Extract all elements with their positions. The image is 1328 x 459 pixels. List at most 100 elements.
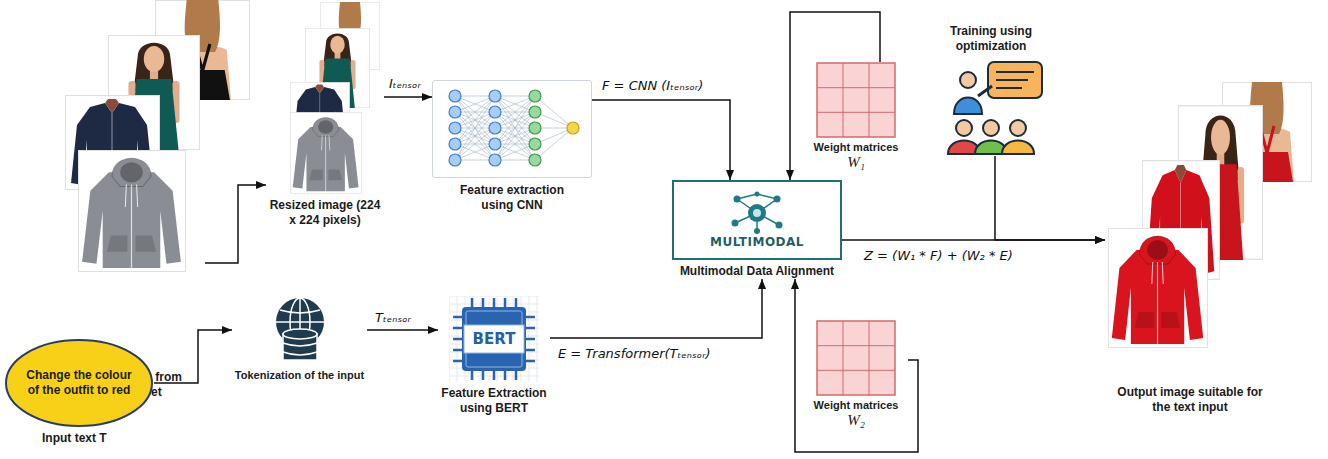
training-icon-part (960, 72, 976, 88)
resized-image-stack (290, 2, 379, 194)
bert-chip-icon-part (504, 371, 507, 380)
chip-text: BERT (473, 330, 516, 348)
tokenization-icon-part (283, 329, 317, 339)
multimodal-icon-part (755, 192, 760, 197)
multimodal-icon-part (774, 196, 781, 203)
bert-chip-icon-part (526, 327, 535, 330)
cnn-network-icon-part (449, 138, 461, 150)
logo-text: MULTIMODAL (710, 235, 804, 249)
weight-matrix-grid-part (843, 63, 844, 137)
ellipse-text: Change the colour of the outfit to red (20, 368, 138, 398)
photo-red-hoodie (1108, 229, 1207, 348)
training-icon-part (978, 86, 992, 96)
training-icon-part (1010, 120, 1026, 136)
multimodal-icon-part (735, 194, 779, 231)
cnn-feature-box: Feature extraction using CNN (432, 80, 592, 213)
cnn-network-icon-part (449, 122, 461, 134)
cnn-frame (432, 80, 592, 178)
multimodal-icon-part (753, 209, 761, 217)
photo-grey-hoodie (290, 112, 361, 193)
cnn-network-icon-part (449, 90, 461, 102)
node-label: Resized image (224 x 224 pixels) (266, 198, 384, 228)
output-image-stack (1108, 82, 1311, 348)
multimodal-icon-part (754, 228, 760, 234)
input-text-node: Change the colour of the outfit to redIn… (4, 338, 154, 446)
node-label: Tokenization of the input (232, 368, 367, 382)
input-image-stack (66, 0, 250, 271)
bert-chip-icon-part (526, 349, 535, 352)
bert-chip-icon-part (453, 360, 462, 363)
weight-matrix-grid-part (817, 321, 895, 395)
equation-label: Z = (W₁ * F) + (W₂ * E) (862, 248, 1015, 264)
cnn-network-icon-part (489, 122, 501, 134)
bert-chip-icon-part (471, 298, 474, 307)
cnn-network-icon-part (449, 154, 461, 166)
equation-label: Iₜₑₙₛₒᵣ (387, 76, 423, 92)
cnn-network-icon-part (529, 138, 541, 150)
bert-chip-icon-part (466, 311, 522, 367)
bert-chip-icon-part (515, 371, 518, 380)
multimodal-alignment-box: MULTIMODAL Multimodal Data Alignment (672, 180, 842, 279)
cnn-network-icon-part (455, 96, 495, 144)
resized-image-node: Resized image (224 x 224 pixels) (266, 0, 384, 228)
cnn-network-icon-part (455, 112, 495, 160)
flow-arrow (550, 279, 762, 338)
training-icon-part (988, 62, 1042, 98)
tokenization-icon-part (280, 310, 320, 313)
flow-arrow (592, 100, 730, 180)
bert-chip-icon-part (537, 296, 538, 382)
tokenization-node: Tokenization of the input (232, 296, 367, 382)
node-label: Weight matrices (804, 141, 908, 154)
photo-grey-hoodie (79, 151, 186, 272)
bert-chip-icon-part (482, 371, 485, 380)
bert-chip-icon-part (504, 298, 507, 307)
bert-chip-icon-part (453, 316, 462, 319)
bert-node: BERT Feature Extraction using BERT (438, 296, 550, 416)
weight-matrix-grid-part (869, 321, 870, 395)
node-label: Weight matrices (804, 399, 908, 412)
bert-chip-icon-part (515, 298, 518, 307)
cnn-network-icon-part (495, 112, 535, 160)
equation-label: E = Transformer(Tₜₑₙₛₒᵣ) (556, 346, 713, 362)
cnn-network-icon-part (567, 122, 579, 134)
training-icon-part (983, 120, 999, 136)
node-label: Feature Extraction using BERT (439, 386, 549, 416)
node-label: Feature extraction using CNN (445, 183, 580, 213)
bert-chip-icon-part (453, 349, 462, 352)
flow-arrow (384, 96, 432, 98)
bert-chip-icon-part (464, 325, 524, 353)
weight-matrix-grid-part (817, 87, 895, 88)
input-text-ellipse-part (6, 340, 152, 426)
training-icon (936, 56, 1046, 156)
weight-matrix-grid-part (843, 321, 844, 395)
bert-chip-icon-part (493, 298, 496, 307)
bert-chip-icon-part (449, 296, 539, 297)
math-symbol: W₂ (804, 412, 908, 429)
cnn-network-icon-part (489, 106, 501, 118)
multimodal-icon (727, 191, 787, 235)
weight-matrix-grid (816, 62, 896, 138)
training-icon-part (996, 79, 1028, 81)
tokenization-icon (265, 296, 335, 364)
cnn-network-icon (433, 81, 591, 175)
training-icon-part (954, 98, 982, 115)
training-icon-part (996, 71, 1034, 73)
training-icon-part (996, 87, 1022, 89)
cnn-network-icon-part (455, 96, 495, 144)
equation-label: F = CNN (Iₜₑₙₛₒᵣ) (600, 78, 705, 94)
node-label: Output image suitable for the text input (1108, 385, 1273, 415)
cnn-network-icon-part (529, 122, 541, 134)
output-image-node: Output image suitable for the text input (1105, 80, 1275, 415)
weight-matrix-node: Weight matricesW₁ (804, 62, 908, 171)
bert-chip-icon-part (449, 296, 450, 382)
bert-chip-icon-part (526, 360, 535, 363)
node-label: Multimodal Data Alignment (672, 264, 842, 279)
bert-chip-icon-part (471, 371, 474, 380)
multimodal-frame: MULTIMODAL (672, 180, 842, 260)
cnn-network-icon-part (449, 106, 461, 118)
equation-label: Tₜₑₙₛₒᵣ (373, 310, 413, 326)
flow-arrow (205, 185, 266, 263)
multimodal-icon-part (732, 220, 739, 227)
node-label: Input text T (4, 431, 154, 446)
cnn-network-icon-part (489, 90, 501, 102)
